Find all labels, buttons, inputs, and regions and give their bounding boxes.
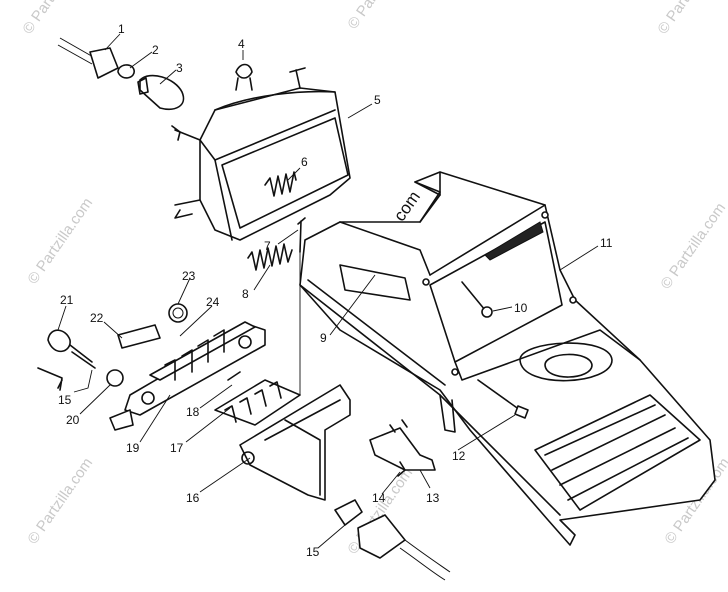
callout-24: 24 — [206, 295, 220, 309]
callout-21: 21 — [60, 293, 74, 307]
callout-14: 14 — [372, 491, 386, 505]
watermark: © Partzilla.com — [19, 0, 91, 37]
callout-16: 16 — [186, 491, 200, 505]
bulb-assembly-parts-1-3 — [57, 37, 253, 110]
watermark: © Partzilla.com — [654, 0, 726, 37]
watermark: © Partzilla.com — [657, 200, 728, 293]
callout-23: 23 — [182, 269, 196, 283]
callout-10: 10 — [514, 301, 528, 315]
callout-8: 8 — [242, 287, 249, 301]
dash-panel-part-11 — [299, 171, 716, 546]
watermark: © Partzilla.com — [24, 455, 96, 548]
callout-17: 17 — [170, 441, 184, 455]
switch-assembly — [214, 371, 451, 581]
callout-15-upper: 15 — [58, 393, 72, 407]
callout-22: 22 — [90, 311, 104, 325]
callout-13: 13 — [426, 491, 440, 505]
leader-lines — [57, 33, 599, 549]
watermark: © Partzilla.com — [344, 0, 416, 32]
callout-19: 19 — [126, 441, 140, 455]
switch-bracket-assembly — [37, 303, 266, 431]
callout-20: 20 — [66, 413, 80, 427]
callout-labels: 1 2 3 4 5 6 7 8 9 10 11 12 13 14 15 15 1… — [58, 22, 613, 559]
callout-2: 2 — [152, 43, 159, 57]
callout-1: 1 — [118, 22, 125, 36]
callout-4: 4 — [238, 37, 245, 51]
springs-parts-6-8 — [247, 171, 306, 395]
callout-3: 3 — [176, 61, 183, 75]
callout-15-lower: 15 — [306, 545, 320, 559]
callout-7: 7 — [264, 239, 271, 253]
callout-12: 12 — [452, 449, 466, 463]
bolts-parts-10-12 — [461, 281, 529, 419]
callout-6: 6 — [301, 155, 308, 169]
callout-18: 18 — [186, 405, 200, 419]
callout-11: 11 — [600, 236, 613, 250]
callout-5: 5 — [374, 93, 381, 107]
watermark: © Partzilla.com — [24, 195, 96, 288]
callout-9: 9 — [320, 331, 327, 345]
headlight-housing-part-5 — [171, 67, 351, 241]
